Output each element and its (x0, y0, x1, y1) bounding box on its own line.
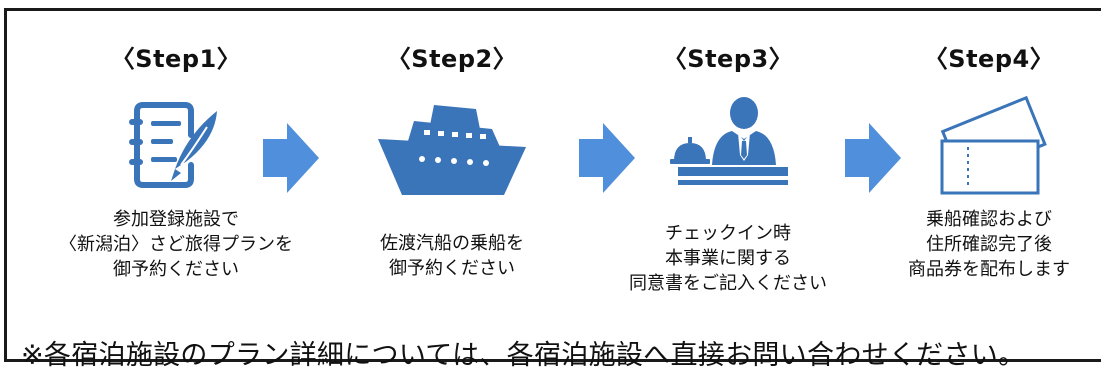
step-2-caption-line: 佐渡汽船の乗船を (380, 233, 524, 254)
step-1-caption-line: 参加登録施設で (113, 209, 239, 230)
step-2-title: 〈Step2〉 (386, 45, 518, 73)
step-2-caption: 佐渡汽船の乗船を 御予約ください (327, 231, 577, 281)
step-4-caption: 乗船確認および 住所確認完了後 商品券を配布します (864, 207, 1111, 282)
step-1-caption: 参加登録施設で 〈新潟泊〉さど旅得プランを 御予約ください (51, 207, 301, 282)
steps-panel: 〈Step1〉 参加登録施設で 〈新潟泊〉さど旅得プランを 御予約ください (4, 8, 1101, 371)
step-3-title: 〈Step3〉 (662, 45, 794, 73)
step-1-caption-line: 〈新潟泊〉さど旅得プランを (59, 234, 293, 255)
step-3-caption-line: 本事業に関する (665, 248, 791, 269)
step-4-caption-line: 商品券を配布します (908, 259, 1070, 280)
step-3-caption-line: 同意書をご記入ください (629, 273, 827, 294)
step-1-title: 〈Step1〉 (110, 45, 242, 73)
gift-voucher-icon (940, 95, 1047, 195)
arrow-right-icon (845, 123, 901, 193)
step-4-caption-line: 乗船確認および (926, 209, 1052, 230)
step-2: 〈Step2〉 佐渡汽船の乗船を 御予約ください (327, 11, 577, 311)
step-1: 〈Step1〉 参加登録施設で 〈新潟泊〉さど旅得プランを 御予約ください (51, 11, 301, 311)
step-2-caption-line: 御予約ください (389, 258, 515, 279)
plan-details-note: ※各宿泊施設のプラン詳細については、各宿泊施設へ直接お問い合わせください。 (21, 340, 1026, 371)
step-4-caption-line: 住所確認完了後 (926, 234, 1052, 255)
step-4-title: 〈Step4〉 (923, 45, 1055, 73)
step-4: 〈Step4〉 乗船確認および 住所確認完了後 商品券を配布します (864, 11, 1111, 311)
step-1-caption-line: 御予約ください (113, 259, 239, 280)
arrow-right-icon (579, 123, 635, 193)
hotel-reception-icon (670, 97, 788, 185)
ferry-ship-icon (378, 105, 526, 195)
arrow-right-icon (263, 123, 319, 193)
step-3: 〈Step3〉 チェックイン時 本事業に関する 同意書をご記入ください (603, 11, 853, 311)
step-3-caption-line: チェックイン時 (665, 223, 791, 244)
step-3-caption: チェックイン時 本事業に関する 同意書をご記入ください (603, 221, 853, 296)
application-form-icon (129, 102, 217, 188)
